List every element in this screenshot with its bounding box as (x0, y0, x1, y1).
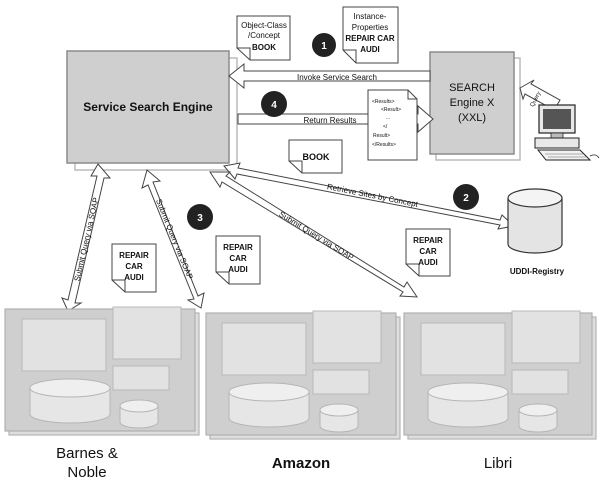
search-engine-x: SEARCH Engine X (XXL) (429, 51, 521, 161)
site-barnes-line1: Barnes & (56, 445, 118, 462)
site-libri: Libri (403, 310, 597, 472)
results-line-3: ... (386, 115, 390, 121)
step-badge-3: 3 (187, 204, 213, 230)
object-class-line2: /Concept (248, 31, 281, 40)
invoke-label: Invoke Service Search (297, 73, 377, 82)
results-line-4: </ (383, 124, 388, 130)
results-line-5: Result> (373, 133, 390, 139)
step-badge-4: 4 (261, 91, 287, 117)
soap-left-label: Submit Query via SOAP (73, 197, 101, 283)
results-line-2: <Result> (381, 107, 401, 113)
computer-icon (534, 104, 600, 161)
uddi-registry: UDDI-Registry (507, 188, 565, 276)
step-1-label: 1 (321, 41, 327, 52)
instance-line2: Properties (352, 23, 388, 32)
repair-note-3-line1: REPAIR (413, 236, 443, 245)
repair-note-1-line3: AUDI (124, 273, 144, 282)
results-line-1: <Results> (372, 99, 395, 105)
step-2-label: 2 (463, 193, 469, 204)
repair-note-1: REPAIR CAR AUDI (111, 243, 157, 293)
step-badge-2: 2 (453, 184, 479, 210)
results-document: <Results> <Result> ... </ Result> </Resu… (367, 89, 418, 161)
repair-note-3: REPAIR CAR AUDI (405, 228, 451, 277)
return-label: Return Results (304, 116, 357, 125)
instance-properties-note: Instance- Properties REPAIR CAR AUDI (342, 6, 399, 64)
repair-note-1-line1: REPAIR (119, 251, 149, 260)
engine-label: Service Search Engine (83, 100, 213, 114)
repair-note-2-line3: AUDI (228, 265, 248, 274)
site-barnes-noble: Barnes & Noble (4, 306, 200, 481)
object-class-line1: Object-Class (241, 21, 287, 30)
step-4-label: 4 (271, 100, 277, 111)
repair-note-3-line3: AUDI (418, 258, 438, 267)
instance-line1: Instance- (354, 12, 387, 21)
site-barnes-line2: Noble (67, 464, 106, 481)
soap-mid-label: Submit Query via SOAP (154, 198, 194, 281)
site-amazon: Amazon (205, 310, 401, 472)
repair-note-3-line2: CAR (419, 247, 437, 256)
results-line-6: </Results> (372, 142, 396, 148)
instance-line4: AUDI (360, 45, 380, 54)
return-results-arrow: Return Results (237, 104, 434, 134)
object-class-line3: BOOK (252, 43, 276, 52)
retrieve-label: Retrieve Sites by Concept (326, 182, 419, 209)
step-badge-1: 1 (312, 33, 336, 57)
soap-right-label: Submit Query via SOAP (277, 210, 355, 263)
step-3-label: 3 (197, 213, 203, 224)
repair-note-2: REPAIR CAR AUDI (215, 235, 261, 285)
repair-note-2-line2: CAR (229, 254, 247, 263)
book-note-label: BOOK (303, 152, 331, 162)
repair-note-1-line2: CAR (125, 262, 143, 271)
invoke-service-search-arrow: Invoke Service Search (228, 62, 431, 90)
object-class-note: Object-Class /Concept BOOK (236, 15, 291, 61)
book-note: BOOK (288, 139, 343, 174)
search-engine-line2: Engine X (450, 97, 495, 109)
service-search-engine: Service Search Engine (66, 50, 238, 171)
repair-note-2-line1: REPAIR (223, 243, 253, 252)
search-engine-line1: SEARCH (449, 82, 495, 94)
site-amazon-label: Amazon (272, 455, 330, 472)
search-engine-line3: (XXL) (458, 112, 486, 124)
site-libri-label: Libri (484, 455, 512, 472)
instance-line3: REPAIR CAR (345, 34, 394, 43)
registry-label: UDDI-Registry (510, 267, 565, 276)
soap-arrow-left: Submit Query via SOAP (61, 163, 112, 312)
